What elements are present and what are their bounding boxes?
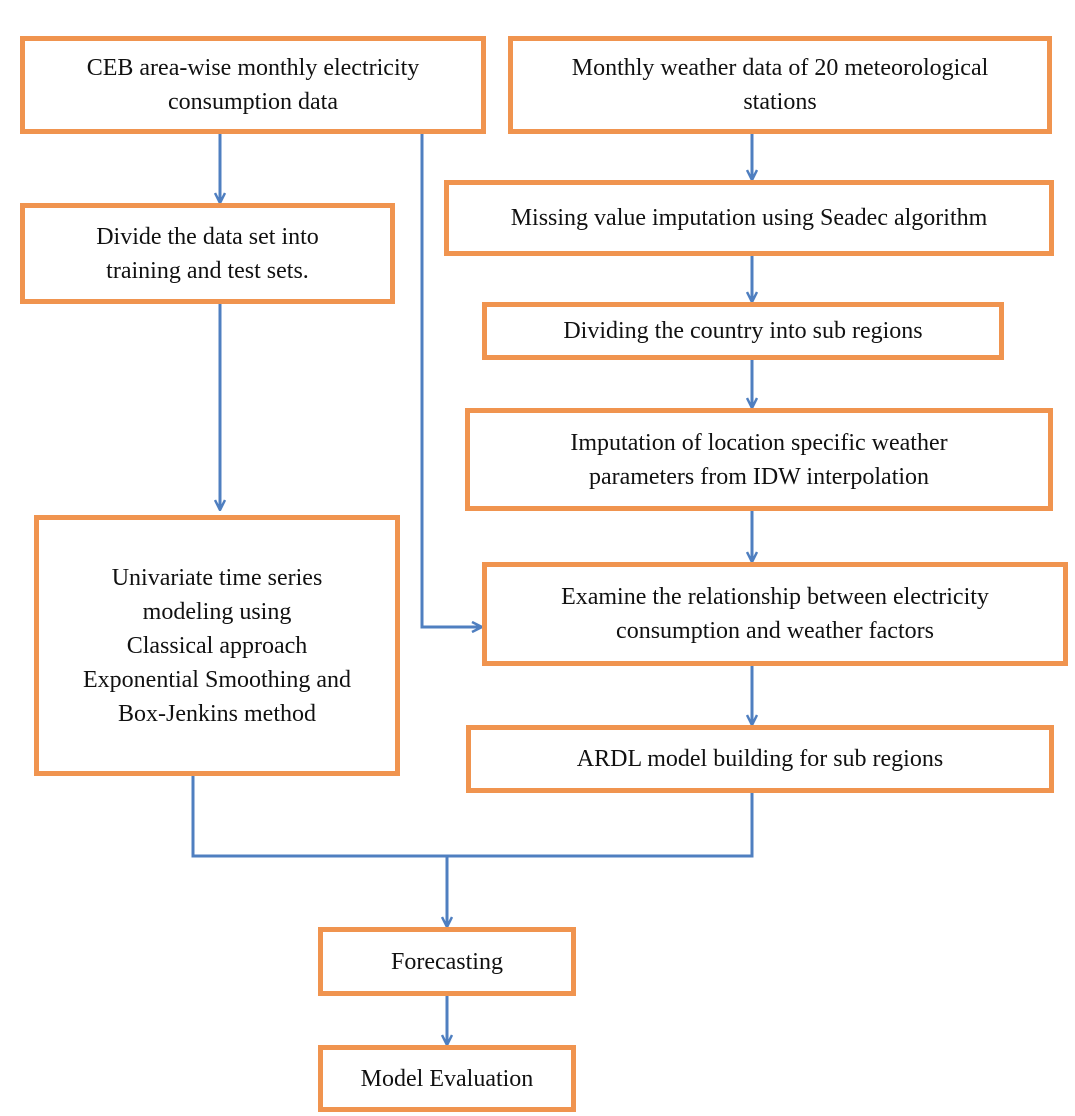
univariate-line-4: Exponential Smoothing and	[83, 666, 351, 693]
imputation-idw-box: Imputation of location specific weather …	[465, 408, 1053, 511]
weather-data-box: Monthly weather data of 20 meteorologica…	[508, 36, 1052, 134]
imputation-idw-line-2: parameters from IDW interpolation	[588, 463, 930, 490]
arrow-ceb-to-examine	[420, 134, 482, 627]
missing-value-line-1: Missing value imputation using Seadec al…	[510, 205, 988, 231]
examine-line-1: Examine the relationship between electri…	[561, 584, 989, 610]
weather-data-line-1: Monthly weather data of 20 meteorologica…	[571, 55, 989, 81]
divide-dataset-line-1: Divide the data set into	[96, 223, 319, 250]
divide-dataset-box: Divide the data set into training and te…	[20, 203, 395, 304]
divide-country-box: Dividing the country into sub regions	[482, 302, 1004, 360]
univariate-line-2: modeling using	[142, 598, 292, 625]
evaluation-line-1: Model Evaluation	[360, 1065, 534, 1092]
model-evaluation-box: Model Evaluation	[318, 1045, 576, 1112]
ceb-data-box: CEB area-wise monthly electricity consum…	[20, 36, 486, 134]
divide-dataset-line-2: training and test sets.	[106, 257, 309, 284]
univariate-box: Univariate time series modeling using Cl…	[34, 515, 400, 776]
forecasting-line-1: Forecasting	[391, 948, 503, 975]
forecasting-box: Forecasting	[318, 927, 576, 996]
divide-country-line-1: Dividing the country into sub regions	[563, 318, 923, 344]
imputation-idw-line-1: Imputation of location specific weather	[570, 429, 948, 456]
weather-data-line-2: stations	[743, 89, 817, 115]
ardl-line-1: ARDL model building for sub regions	[576, 746, 944, 772]
examine-line-2: consumption and weather factors	[616, 618, 934, 644]
ceb-data-line-2: consumption data	[168, 89, 338, 115]
univariate-line-1: Univariate time series	[111, 564, 323, 591]
univariate-line-5: Box-Jenkins method	[118, 700, 316, 727]
examine-relationship-box: Examine the relationship between electri…	[482, 562, 1068, 666]
ardl-model-box: ARDL model building for sub regions	[466, 725, 1054, 793]
missing-value-box: Missing value imputation using Seadec al…	[444, 180, 1054, 256]
univariate-line-3: Classical approach	[126, 632, 308, 659]
merge-line	[191, 776, 754, 858]
ceb-data-line-1: CEB area-wise monthly electricity	[86, 55, 420, 81]
